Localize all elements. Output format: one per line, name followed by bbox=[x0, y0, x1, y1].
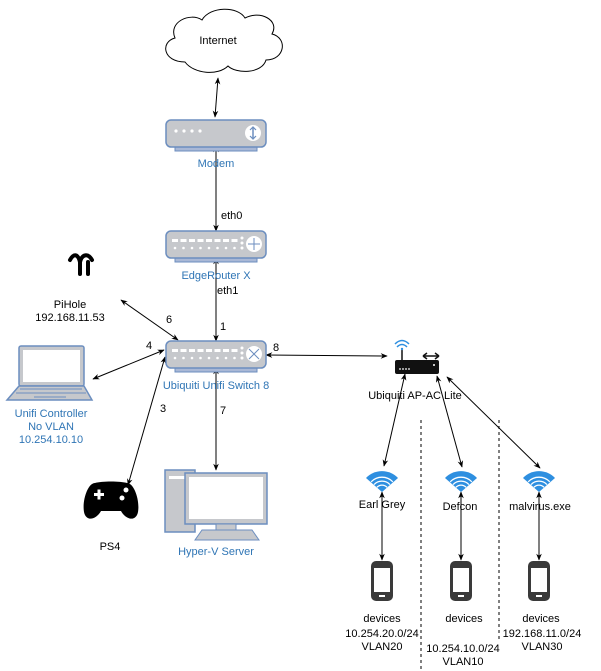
devices-subnet-3: 192.168.11.0/24 bbox=[502, 628, 582, 640]
port-led bbox=[172, 239, 178, 242]
edge-label-port4: 4 bbox=[146, 340, 153, 352]
edge-label-port8: 8 bbox=[273, 342, 280, 354]
port-dot bbox=[190, 356, 194, 360]
port-dot bbox=[199, 246, 202, 250]
router-icon[interactable] bbox=[165, 230, 267, 263]
port-led bbox=[214, 349, 221, 352]
port-dot bbox=[207, 356, 211, 360]
status-led bbox=[240, 241, 244, 245]
port-dot bbox=[224, 356, 228, 360]
port-led bbox=[172, 349, 178, 352]
phone-icon[interactable] bbox=[371, 561, 393, 601]
controller-vlan: No VLAN bbox=[28, 421, 74, 433]
port-led bbox=[223, 239, 229, 242]
pihole-ip: 192.168.11.53 bbox=[35, 312, 105, 324]
port-led bbox=[189, 239, 195, 242]
port-led bbox=[231, 349, 238, 352]
controller-label: Unifi Controller bbox=[14, 408, 88, 420]
status-led bbox=[240, 246, 244, 250]
status-led bbox=[240, 356, 244, 360]
port-dot bbox=[216, 356, 219, 360]
edge-ps4-switch[interactable] bbox=[127, 356, 166, 486]
port-dot bbox=[216, 246, 219, 250]
controller-ip: 10.254.10.10 bbox=[18, 434, 84, 446]
edges bbox=[92, 77, 542, 561]
devices-subnet-2: 10.254.10.0/24 bbox=[426, 643, 500, 655]
devices-label-1: devices bbox=[363, 613, 401, 625]
wifi-icon[interactable] bbox=[366, 471, 398, 492]
wifi-icon[interactable] bbox=[445, 471, 477, 492]
port-dot bbox=[190, 246, 194, 250]
status-led bbox=[240, 351, 244, 355]
devices-label-2: devices bbox=[445, 613, 483, 625]
devices-vlan-1: VLAN20 bbox=[361, 641, 403, 653]
port-dot bbox=[224, 246, 228, 250]
switch-icon[interactable] bbox=[165, 340, 267, 373]
edge-label-eth1: eth1 bbox=[217, 285, 239, 297]
router-label: EdgeRouter X bbox=[181, 270, 251, 282]
devices-vlan-3: VLAN30 bbox=[521, 641, 563, 653]
port-dot bbox=[182, 246, 185, 250]
edge-label-eth0: eth0 bbox=[221, 210, 243, 222]
edge-label-port1: 1 bbox=[220, 321, 227, 333]
port-dot bbox=[199, 356, 202, 360]
edge-internet-modem[interactable] bbox=[212, 77, 221, 118]
port-dot bbox=[182, 356, 185, 360]
edge-label-port6: 6 bbox=[166, 314, 173, 326]
port-led bbox=[214, 239, 221, 242]
edge-controller-switch[interactable] bbox=[92, 349, 165, 380]
edge-label-port7: 7 bbox=[220, 405, 227, 417]
modem-icon[interactable] bbox=[165, 119, 267, 152]
edge-label-port3: 3 bbox=[160, 403, 167, 415]
port-led bbox=[206, 239, 212, 242]
ap-label: Ubiquiti AP-AC Lite bbox=[368, 390, 462, 402]
ssid-label-2: Defcon bbox=[442, 501, 478, 513]
devices-vlan-2: VLAN10 bbox=[442, 656, 484, 668]
port-led bbox=[197, 349, 204, 352]
port-led bbox=[180, 349, 187, 352]
pihole-icon bbox=[68, 253, 94, 276]
cloud-icon[interactable] bbox=[165, 8, 283, 73]
edge-switch-ap[interactable] bbox=[265, 352, 388, 359]
desktop-icon[interactable] bbox=[164, 469, 268, 541]
devices-subnet-1: 10.254.20.0/24 bbox=[345, 628, 419, 640]
ssid-label-1: Earl Grey bbox=[358, 499, 406, 511]
edge-ap-earlgrey[interactable] bbox=[382, 373, 407, 467]
port-led bbox=[180, 239, 187, 242]
edge-pihole-switch[interactable] bbox=[120, 299, 179, 341]
status-led bbox=[240, 346, 244, 350]
access-point-icon[interactable] bbox=[394, 339, 440, 375]
port-dot bbox=[207, 246, 211, 250]
status-led bbox=[240, 236, 244, 240]
port-led bbox=[189, 349, 195, 352]
port-dot bbox=[173, 246, 177, 250]
pihole-label: PiHole bbox=[53, 299, 87, 311]
devices-label-3: devices bbox=[522, 613, 560, 625]
switch-label: Ubiquiti Unifi Switch 8 bbox=[162, 380, 270, 392]
port-dot bbox=[173, 356, 177, 360]
ps4-label: PS4 bbox=[99, 541, 121, 553]
ssid-label-3: malvirus.exe bbox=[509, 501, 571, 513]
phone-icon[interactable] bbox=[450, 561, 472, 601]
port-led bbox=[206, 349, 212, 352]
internet-label: Internet bbox=[199, 35, 237, 47]
port-dot bbox=[233, 246, 236, 250]
port-dot bbox=[233, 356, 236, 360]
phone-icon[interactable] bbox=[528, 561, 550, 601]
hyperv-label: Hyper-V Server bbox=[178, 546, 254, 558]
edge-ap-malvirus[interactable] bbox=[446, 376, 541, 469]
wifi-icon[interactable] bbox=[523, 471, 555, 492]
port-led bbox=[231, 239, 238, 242]
port-led bbox=[197, 239, 204, 242]
modem-label: Modem bbox=[197, 158, 235, 170]
gamepad-icon[interactable] bbox=[83, 481, 139, 519]
laptop-icon[interactable] bbox=[5, 345, 94, 401]
port-led bbox=[223, 349, 229, 352]
